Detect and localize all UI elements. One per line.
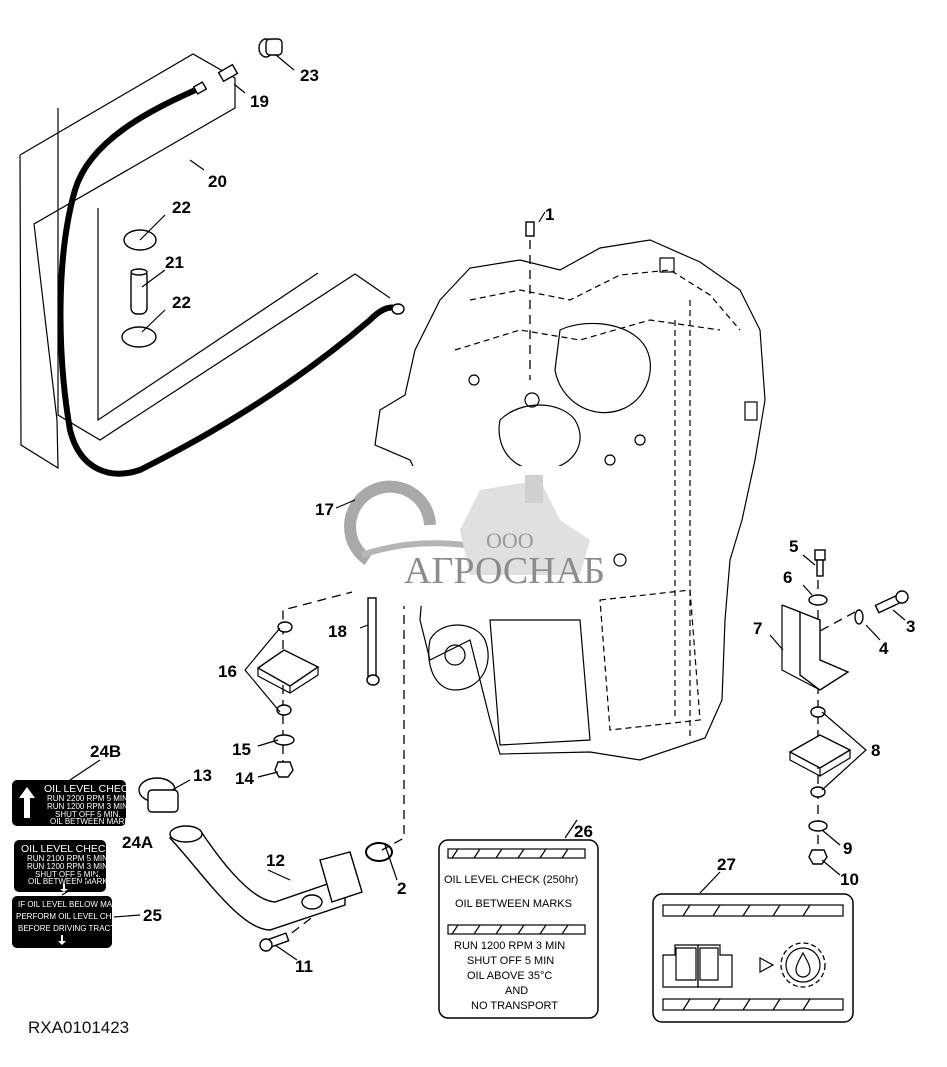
watermark-name: АГРОСНАБ (404, 550, 605, 592)
callout-11: 11 (295, 957, 313, 976)
callout-9: 9 (843, 839, 852, 858)
callout-5: 5 (789, 537, 798, 556)
part-18-dipstick (366, 597, 380, 686)
part-22-clamp-lower (121, 326, 157, 348)
callout-2: 2 (397, 879, 406, 898)
callout-14: 14 (235, 769, 254, 788)
callout-3: 3 (906, 617, 915, 636)
part-6-washer (808, 594, 828, 606)
hose-assembly (57, 81, 405, 477)
part-23-cap (258, 38, 283, 58)
part-5-bolt (814, 549, 826, 577)
callout-7: 7 (753, 619, 762, 638)
part-13-filler-cap (138, 777, 179, 813)
hose-kit-frame (19, 53, 391, 470)
decal-24b-line: RUN 1200 RPM 3 MIN. (47, 802, 130, 811)
callout-26: 26 (574, 822, 593, 841)
decal-26-subtitle: OIL BETWEEN MARKS (455, 898, 572, 910)
decal-24b-line: SHUT OFF 5 MIN. (55, 810, 121, 819)
decal-25: IF OIL LEVEL BELOW MARK, PERFORM OIL LEV… (12, 896, 129, 948)
part-2-o-ring (365, 842, 393, 862)
callout-17: 17 (315, 500, 334, 519)
part-19-fitting (217, 63, 239, 83)
callout-22: 22 (172, 293, 191, 312)
callout-6: 6 (783, 568, 792, 587)
callout-18: 18 (328, 622, 347, 641)
callout-22: 22 (172, 198, 191, 217)
part-7-bracket (781, 604, 850, 691)
decal-24b: OIL LEVEL CHECK RUN 2200 RPM 5 MIN. RUN … (12, 780, 135, 826)
dash-line-4 (817, 611, 856, 633)
callout-labels: 1 2 3 4 5 6 7 8 9 10 11 12 13 14 15 16 1… (90, 66, 915, 976)
callout-8: 8 (871, 741, 880, 760)
part-14-nut (274, 761, 294, 778)
gear-oil-drop-icon (780, 942, 826, 988)
decal-25-line: IF OIL LEVEL BELOW MARK, (18, 900, 125, 909)
callout-24a: 24A (122, 833, 153, 852)
callout-21: 21 (165, 253, 184, 272)
operator-manual-book-icon (662, 944, 733, 988)
callout-23: 23 (300, 66, 319, 85)
arrow-down-icon (58, 935, 66, 945)
decal-24b-line: RUN 2200 RPM 5 MIN. (47, 794, 130, 803)
callout-25: 25 (143, 906, 162, 925)
decal-24a-line: SHUT OFF 5 MIN. (35, 870, 101, 879)
leader-lines (61, 54, 906, 961)
decal-26: OIL LEVEL CHECK (250hr) OIL BETWEEN MARK… (438, 839, 599, 1019)
decal-25-line: PERFORM OIL LEVEL CHECK (16, 912, 129, 921)
decal-24a-line: OIL BETWEEN MARKS (28, 877, 113, 886)
decal-26-line: NO TRANSPORT (471, 1000, 558, 1012)
callout-16: 16 (218, 662, 237, 681)
decal-27 (652, 893, 854, 1023)
arrow-down-icon (60, 884, 68, 892)
watermark-logo: ООО АГРОСНАБ (344, 466, 605, 606)
callout-15: 15 (232, 740, 251, 759)
decal-25-line: BEFORE DRIVING TRACTOR (18, 924, 127, 933)
callout-20: 20 (208, 172, 227, 191)
part-4-washer (854, 609, 864, 625)
decal-24a-line: RUN 1200 RPM 3 MIN. (27, 862, 110, 871)
arrow-right-icon (759, 956, 775, 974)
callout-19: 19 (250, 92, 269, 111)
callout-13: 13 (193, 766, 212, 785)
part-11-bolt (259, 932, 290, 952)
decal-24a: OIL LEVEL CHECK RUN 2100 RPM 5 MIN. RUN … (14, 840, 113, 892)
figure-reference-id: RXA0101423 (28, 1018, 130, 1037)
decal-24b-title: OIL LEVEL CHECK (44, 783, 135, 795)
part-1-plug (525, 221, 535, 237)
arrow-up-icon (19, 787, 35, 818)
callout-24b: 24B (90, 742, 121, 761)
callout-1: 1 (545, 205, 554, 224)
decal-26-title: OIL LEVEL CHECK (250hr) (444, 874, 578, 886)
part-16-isolator (256, 621, 320, 716)
callout-4: 4 (879, 639, 889, 658)
dash-line-2 (381, 600, 405, 851)
callout-12: 12 (266, 851, 285, 870)
decal-24a-line: RUN 2100 RPM 5 MIN. (27, 854, 110, 863)
part-3-bolt (874, 590, 909, 614)
part-21-sleeve (130, 268, 148, 315)
watermark-prefix: ООО (486, 528, 534, 553)
part-8-isolator (788, 706, 852, 798)
part-15-washer (273, 734, 295, 746)
decal-24a-title: OIL LEVEL CHECK (21, 843, 112, 855)
decal-24b-line: OIL BETWEEN MARKS (50, 817, 135, 826)
callout-10: 10 (840, 870, 859, 889)
decal-26-line: SHUT OFF 5 MIN (467, 955, 554, 967)
part-9-washer (808, 820, 828, 832)
decal-26-line: AND (505, 985, 528, 997)
decal-26-line: RUN 1200 RPM 3 MIN (454, 940, 565, 952)
transmission-housing (374, 239, 766, 761)
decal-26-line: OIL ABOVE 35°C (467, 970, 552, 982)
callout-27: 27 (717, 855, 736, 874)
part-12-filler-tube (168, 825, 363, 931)
